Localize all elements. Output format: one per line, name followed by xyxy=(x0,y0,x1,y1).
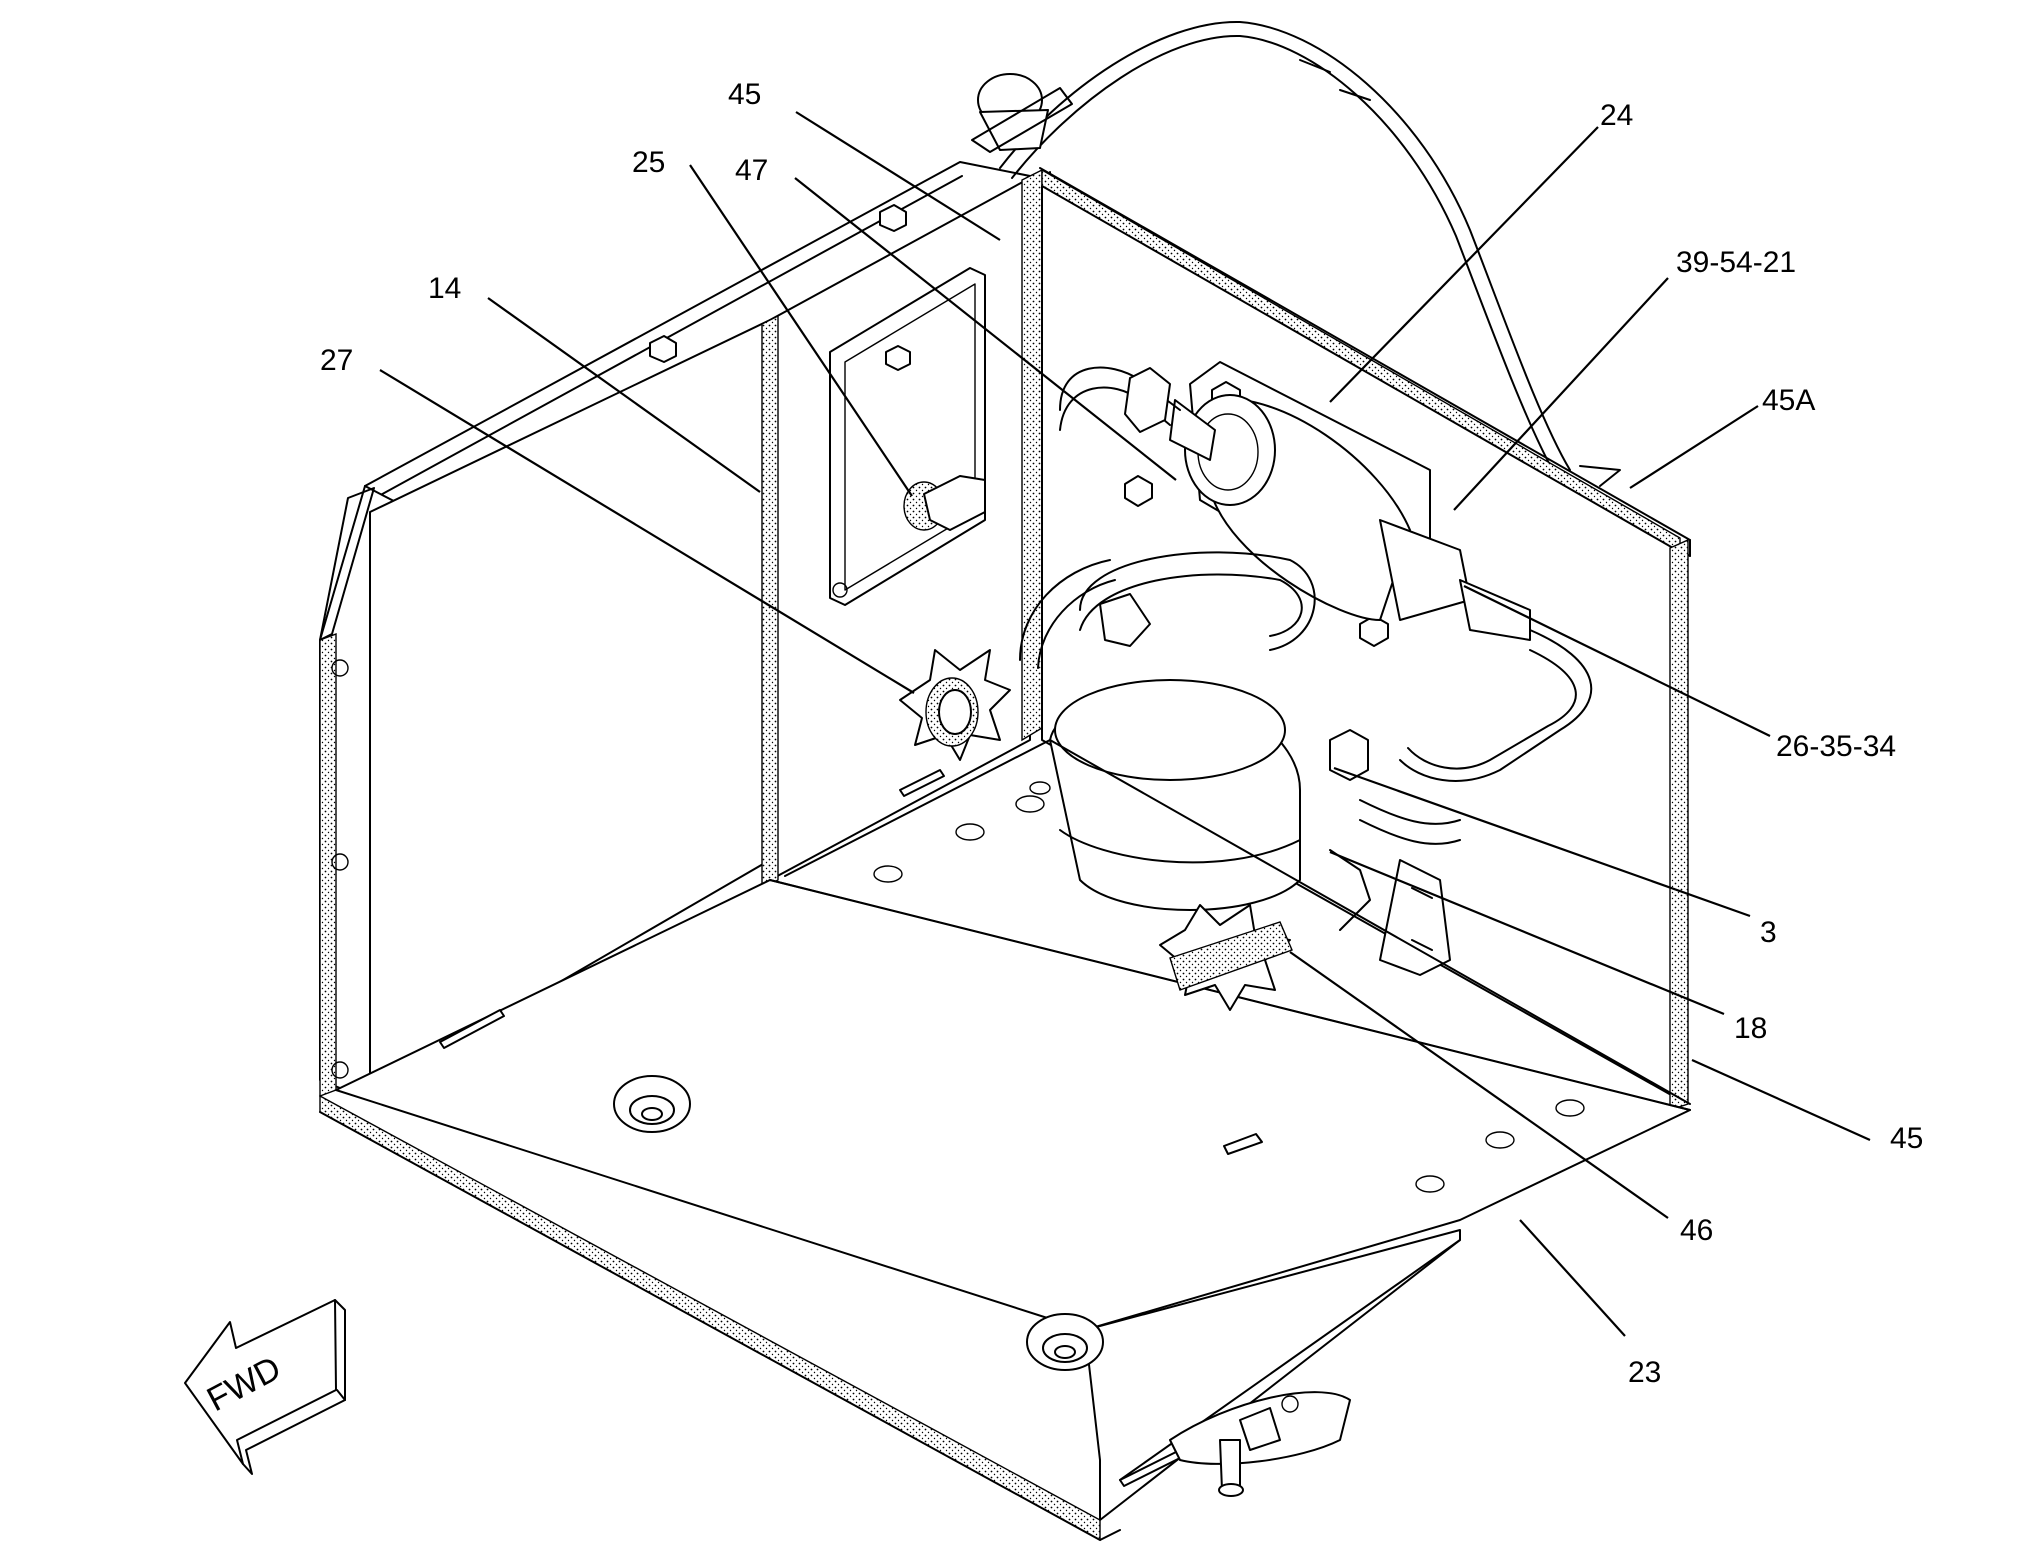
leader-14 xyxy=(487,297,761,493)
leader-45A xyxy=(1629,405,1759,489)
floor-tray-23 xyxy=(319,739,1691,1542)
access-cover-plate xyxy=(829,267,986,606)
callout-23: 23 xyxy=(1628,1356,1661,1389)
lower-fittings xyxy=(1169,1391,1351,1497)
leader-18 xyxy=(1329,850,1725,1016)
fuel-pump-18 xyxy=(1049,679,1451,976)
left-side-panel xyxy=(319,204,907,1101)
callout-14: 14 xyxy=(428,272,461,305)
leader-47 xyxy=(794,177,1177,481)
callout-25: 25 xyxy=(632,146,665,179)
leader-26 xyxy=(1463,585,1771,737)
callout-47: 47 xyxy=(735,154,768,187)
callout-3: 3 xyxy=(1760,916,1777,949)
leader-45-top xyxy=(795,111,1001,241)
leader-lines xyxy=(379,111,1871,1337)
callout-27: 27 xyxy=(320,344,353,377)
callout-45-top: 45 xyxy=(728,78,761,111)
leader-45-right xyxy=(1691,1058,1871,1142)
hex-nut-icon xyxy=(1329,729,1369,781)
hex-nut-icon xyxy=(1124,475,1153,507)
callout-45A: 45A xyxy=(1762,384,1815,417)
section-break-46 xyxy=(1159,904,1293,1011)
leader-3 xyxy=(1333,766,1751,918)
callout-39-54-21: 39-54-21 xyxy=(1676,246,1796,279)
callout-18: 18 xyxy=(1734,1012,1767,1045)
callout-24: 24 xyxy=(1600,99,1633,132)
fwd-arrow-icon: FWD xyxy=(184,1299,346,1475)
callout-labels: 45 25 47 24 39-54-21 14 27 45A 26-35-34 … xyxy=(320,78,1923,1389)
leader-39 xyxy=(1453,277,1669,511)
hex-nut-icon xyxy=(879,204,907,232)
leader-25 xyxy=(689,164,913,497)
fuel-lines xyxy=(1019,366,1593,845)
hex-nut-icon xyxy=(649,335,677,363)
hex-nut-icon xyxy=(885,345,911,371)
top-cable-assembly xyxy=(971,20,1571,477)
fuel-filter-24 xyxy=(1169,394,1531,641)
leader-46 xyxy=(1289,951,1669,1219)
leader-23 xyxy=(1519,1219,1626,1337)
leader-24 xyxy=(1329,126,1599,403)
grommet-27 xyxy=(899,649,1011,761)
callout-26-35-34: 26-35-34 xyxy=(1776,730,1896,763)
callout-45-right: 45 xyxy=(1890,1122,1923,1155)
callout-46: 46 xyxy=(1680,1214,1713,1247)
leader-27 xyxy=(379,369,915,694)
